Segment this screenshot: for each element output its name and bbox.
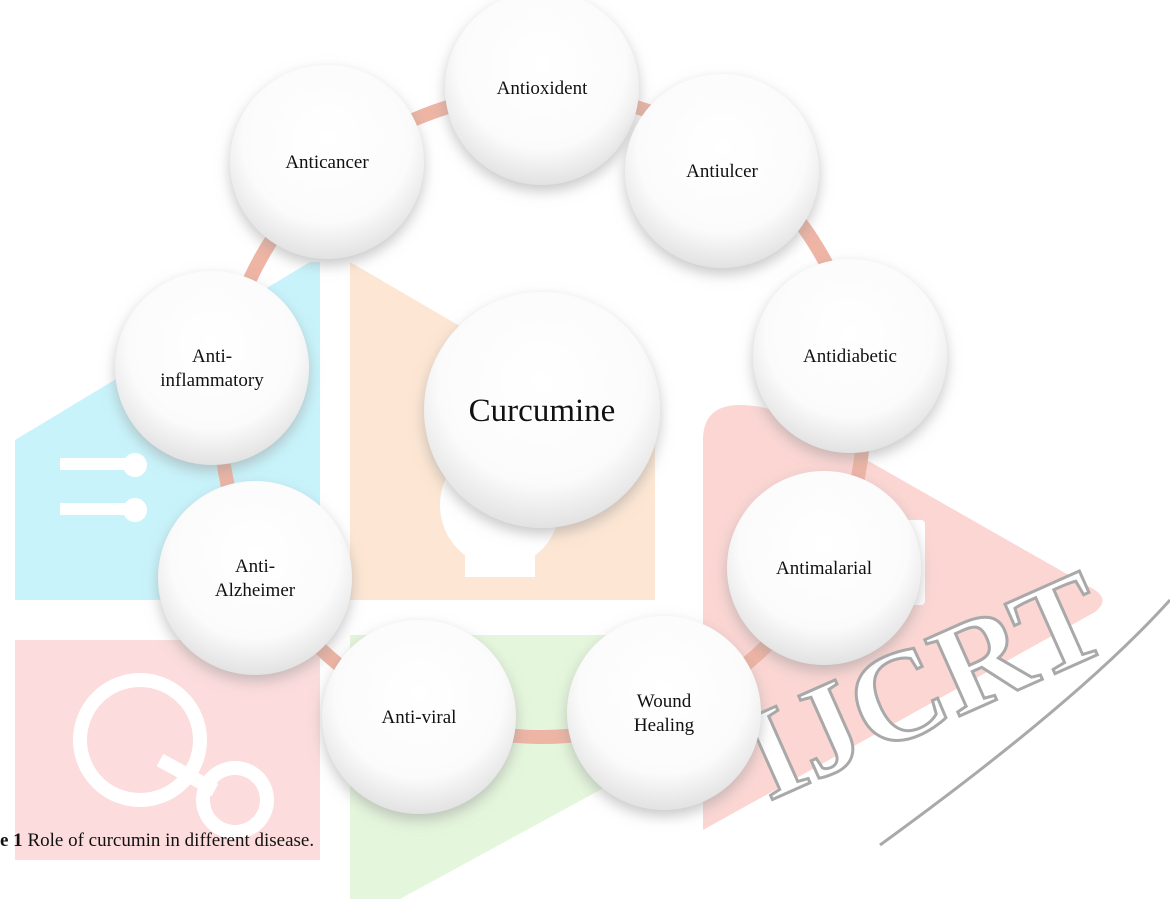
- node-label: Antiulcer: [686, 161, 758, 182]
- center-node-label: Curcumine: [469, 393, 616, 429]
- node-antioxident: Antioxident: [445, 0, 639, 185]
- node-label: Anti-viral: [382, 707, 457, 728]
- node-anti-alzheimer: Anti- Alzheimer: [158, 481, 352, 675]
- node-label: Anticancer: [285, 152, 369, 173]
- node-bubble: [230, 65, 424, 259]
- node-label: Antimalarial: [776, 558, 872, 579]
- node-bubble: [753, 259, 947, 453]
- node-label: Wound: [637, 691, 692, 712]
- node-bubble: [567, 616, 761, 810]
- node-bubble: [115, 271, 309, 465]
- node-antiulcer: Antiulcer: [625, 74, 819, 268]
- node-label: Healing: [634, 715, 695, 736]
- node-anticancer: Anticancer: [230, 65, 424, 259]
- node-label: Anti-: [192, 346, 232, 367]
- node-bubble: [322, 620, 516, 814]
- node-bubble: [158, 481, 352, 675]
- caption-text: Role of curcumin in different disease.: [22, 830, 315, 851]
- watermark-swoosh: [879, 598, 1170, 847]
- node-label: Anti-: [235, 556, 275, 577]
- node-label: Antioxident: [497, 78, 588, 99]
- node-label: Antidiabetic: [803, 346, 897, 367]
- node-antimalarial: Antimalarial: [727, 471, 921, 665]
- node-anti-inflammatory: Anti-inflammatory: [115, 271, 309, 465]
- caption-prefix: e 1: [0, 830, 23, 851]
- figure-caption: e 1 Role of curcumin in different diseas…: [0, 830, 314, 852]
- node-antidiabetic: Antidiabetic: [753, 259, 947, 453]
- node-label: inflammatory: [160, 370, 264, 391]
- watermark-gear-icon: [73, 673, 274, 839]
- node-bubble: [625, 74, 819, 268]
- center-node: Curcumine: [424, 292, 660, 528]
- node-anti-viral: Anti-viral: [322, 620, 516, 814]
- node-bubble: [445, 0, 639, 185]
- node-bubble: [727, 471, 921, 665]
- node-label: Alzheimer: [215, 580, 296, 601]
- outer-nodes: AntioxidentAntiulcerAntidiabeticAntimala…: [115, 0, 947, 814]
